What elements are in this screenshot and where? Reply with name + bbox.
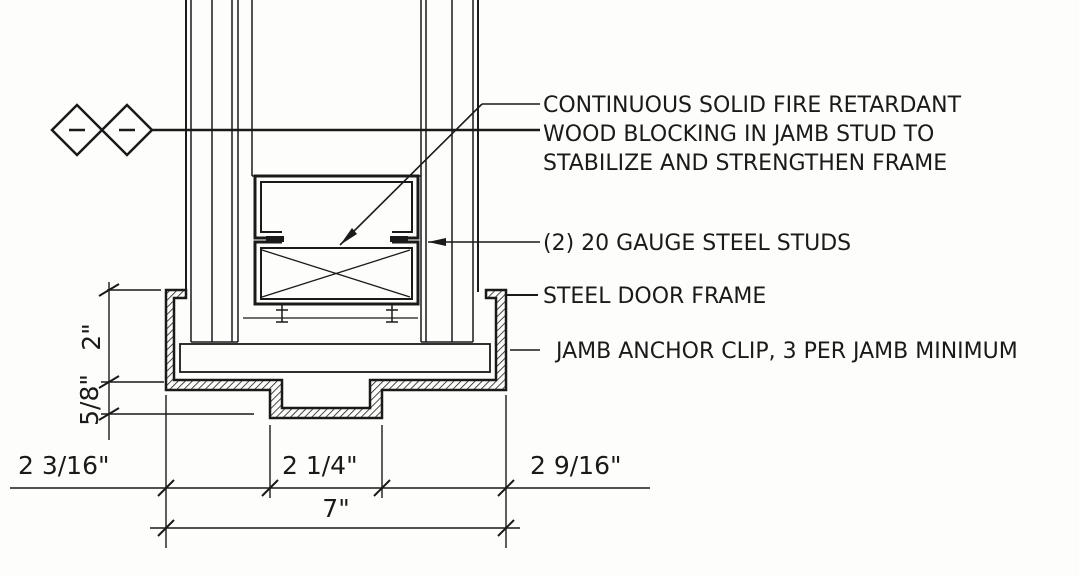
dim-left: 2 3/16" — [18, 451, 110, 480]
note-blocking-line-1: CONTINUOUS SOLID FIRE RETARDANT — [543, 93, 962, 118]
steel-studs — [253, 174, 420, 306]
dim-overall: 7" — [322, 494, 349, 523]
section-tag — [50, 103, 540, 157]
dimension-lines — [10, 282, 650, 548]
fasteners — [276, 304, 398, 323]
jamb-anchor-clip — [179, 317, 491, 373]
dim-right: 2 9/16" — [530, 451, 622, 480]
wood-blocking — [261, 249, 411, 298]
note-jamb-anchor-clip: JAMB ANCHOR CLIP, 3 PER JAMB MINIMUM — [554, 339, 1018, 364]
dim-center: 2 1/4" — [282, 451, 358, 480]
dim-vertical-upper: 2" — [77, 323, 106, 350]
steel-door-frame — [164, 288, 508, 420]
note-steel-studs: (2) 20 GAUGE STEEL STUDS — [543, 231, 851, 256]
dim-vertical-lower: 5/8" — [75, 374, 104, 426]
leaders — [339, 103, 540, 351]
wall-layers — [185, 0, 479, 343]
note-steel-door-frame: STEEL DOOR FRAME — [543, 284, 766, 309]
note-blocking-line-2: WOOD BLOCKING IN JAMB STUD TO — [543, 122, 934, 147]
note-blocking-line-3: STABILIZE AND STRENGTHEN FRAME — [543, 151, 947, 176]
